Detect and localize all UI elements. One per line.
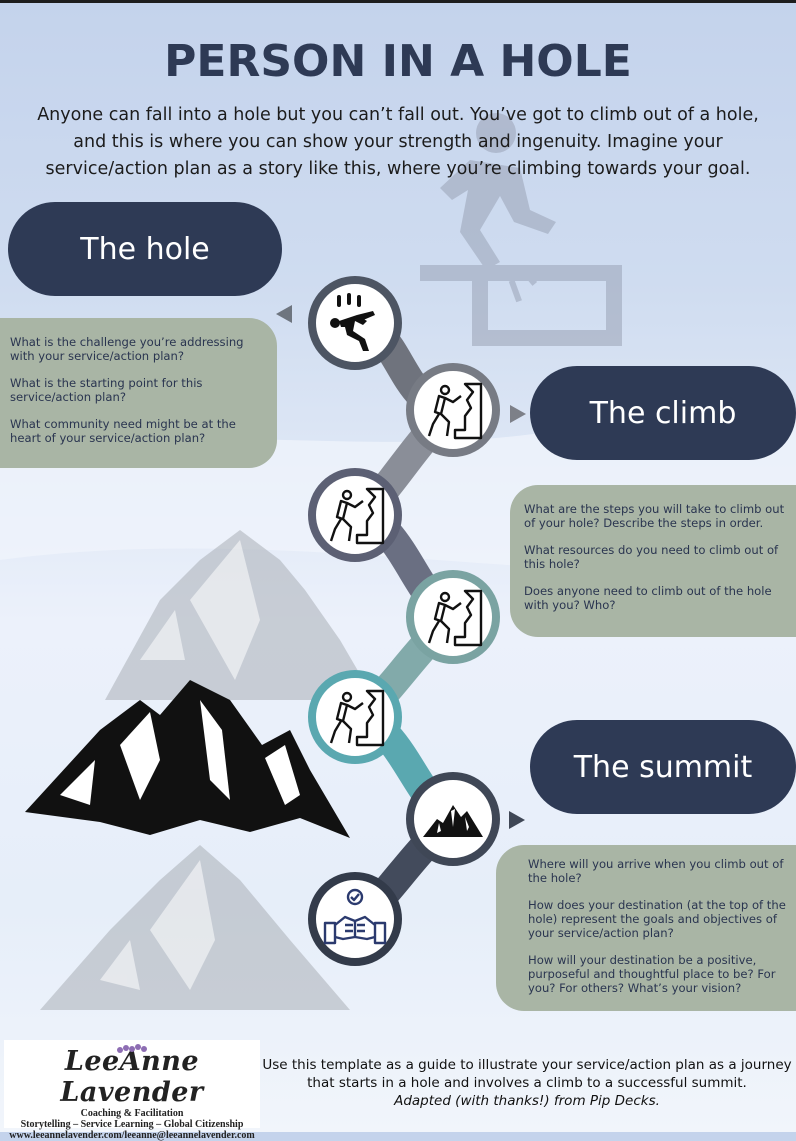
logo-tagline-2: Storytelling – Service Learning – Global… [20, 1119, 244, 1130]
lavender-sprig-icon [117, 1044, 147, 1053]
brand-logo: LeeAnne Lavender Coaching & Facilitation… [4, 1040, 260, 1141]
footer-credit: Adapted (with thanks!) from Pip Decks. [394, 1093, 660, 1109]
node-celebrate [308, 872, 402, 966]
page-title: PERSON IN A HOLE [164, 36, 632, 87]
climb-question: Does anyone need to climb out of the hol… [524, 584, 772, 612]
climber-icon [427, 589, 483, 647]
node-falling [308, 276, 402, 370]
climb-pointer-arrow [510, 405, 526, 423]
node-summit [406, 772, 500, 866]
hole-questions: What is the challenge you’re addressing … [0, 318, 277, 468]
hole-heading: The hole [8, 202, 282, 296]
climb-questions: What are the steps you will take to clim… [510, 485, 796, 637]
climber-icon [427, 382, 483, 440]
top-border [0, 0, 796, 3]
summit-question: Where will you arrive when you climb out… [528, 857, 784, 885]
mountains-illustration [25, 680, 350, 838]
climb-heading: The climb [530, 366, 796, 460]
summit-question: How does your destination (at the top of… [528, 898, 786, 940]
hole-question: What is the starting point for this serv… [10, 376, 203, 404]
summit-heading: The summit [530, 720, 796, 814]
falling-person-icon [330, 293, 375, 351]
summit-question: How will your destination be a positive,… [528, 953, 776, 995]
footer-note: Use this template as a guide to illustra… [262, 1056, 792, 1110]
climb-question: What resources do you need to climb out … [524, 543, 779, 571]
node-climb-4 [308, 670, 402, 764]
summit-questions: Where will you arrive when you climb out… [496, 845, 796, 1011]
hole-question: What community need might be at the hear… [10, 417, 236, 445]
logo-tagline-1: Coaching & Facilitation [80, 1108, 184, 1119]
climber-icon [329, 487, 385, 545]
hole-question: What is the challenge you’re addressing … [10, 335, 244, 363]
climber-icon [329, 689, 385, 747]
hole-pictogram-icon [420, 113, 622, 346]
logo-name: LeeAnne Lavender [60, 1046, 204, 1108]
hole-pointer-arrow [276, 305, 292, 323]
mountain-icon [423, 805, 483, 837]
node-climb-2 [308, 468, 402, 562]
node-climb-3 [406, 570, 500, 664]
footer-text: Use this template as a guide to illustra… [262, 1057, 792, 1091]
intro-text: Anyone can fall into a hole but you can’… [37, 105, 759, 179]
summit-pointer-arrow [509, 811, 525, 829]
climb-question: What are the steps you will take to clim… [524, 502, 785, 530]
fist-bump-icon [323, 888, 387, 945]
node-climb-1 [406, 363, 500, 457]
